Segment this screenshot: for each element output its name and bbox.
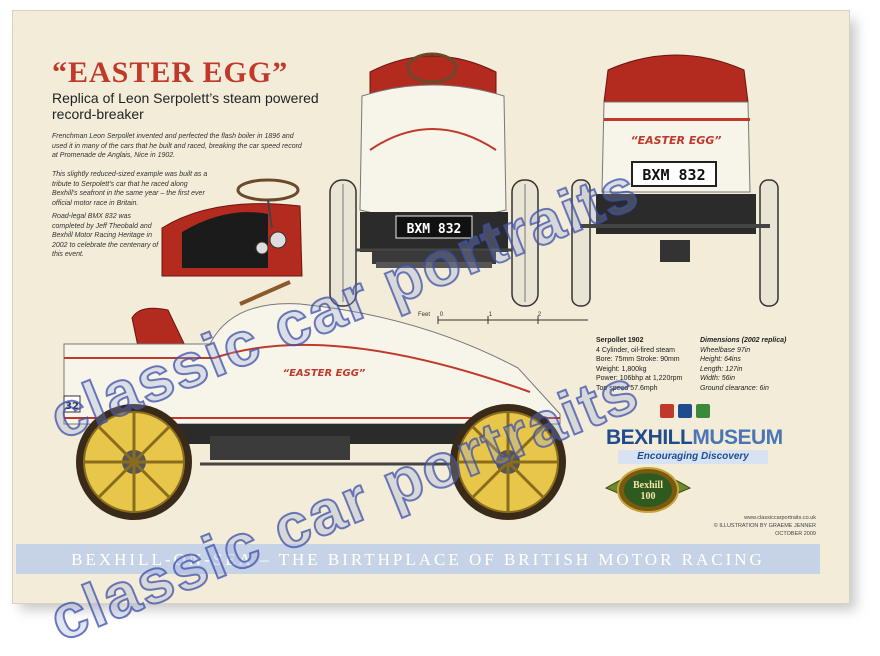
dimensions-specs: Dimensions (2002 replica) Wheelbase 97in…	[700, 336, 786, 393]
banner-text: BEXHILL-ON-SEA – THE BIRTHPLACE OF BRITI…	[71, 550, 765, 569]
scale-tick-2: 2	[537, 312, 542, 318]
poster-title: “EASTER EGG”	[52, 56, 289, 89]
specs-heading: Serpollet 1902	[596, 337, 644, 344]
engine-specs: Serpollet 1902 4 Cylinder, oil-fired ste…	[596, 336, 682, 393]
bexhill-100-text: Bexhill 100	[618, 480, 678, 502]
scale-bar	[437, 316, 588, 324]
rear-name-lettering: “EASTER EGG”	[630, 134, 721, 147]
illustration-credit: © ILLUSTRATION BY GRAEME JENNER OCTOBER …	[713, 523, 816, 537]
dimension-line: Ground clearance: 6in	[700, 384, 769, 392]
museum-logo: BEXHILLMUSEUM	[606, 426, 783, 450]
dimension-line: Wheelbase 97in	[700, 346, 751, 354]
bexhill-100-emblem	[604, 467, 692, 513]
bottom-banner	[16, 544, 820, 574]
website: www.classiccarportraits.co.uk	[744, 515, 816, 521]
history-paragraph-1: Frenchman Leon Serpollet invented and pe…	[52, 133, 302, 159]
spec-line: Top speed 57.6mph	[596, 384, 658, 392]
dimension-line: Height: 64ins	[700, 356, 741, 363]
museum-name-part2: MUSEUM	[692, 426, 783, 449]
spec-line: Weight: 1,800kg	[596, 365, 647, 373]
front-plate: BXM 832	[407, 222, 462, 237]
badge-blue-icon	[678, 404, 692, 418]
bexhill-100-line2: 100	[640, 491, 656, 502]
history-paragraph-3: Road-legal BMX 832 was completed by Jeff…	[52, 213, 159, 258]
car-illustrations: BXM 832 “EASTER EGG” BXM 832	[63, 52, 779, 520]
badge-green-icon	[696, 404, 710, 418]
history-paragraph-2: This slightly reduced-sized example was …	[52, 171, 208, 207]
scale-title: Feet	[418, 312, 431, 318]
museum-badges	[660, 404, 710, 418]
spec-line: Power: 106bhp at 1,220rpm	[596, 375, 683, 382]
side-view-car: 32 “EASTER EGG”	[63, 280, 566, 520]
bexhill-100-line1: Bexhill	[632, 480, 663, 491]
museum-name-part1: BEXHILL	[606, 426, 693, 449]
scale-tick-1: 1	[488, 312, 493, 318]
side-name-lettering: “EASTER EGG”	[283, 368, 366, 379]
credits: www.classiccarportraits.co.uk © ILLUSTRA…	[706, 514, 816, 538]
cockpit-detail	[161, 178, 303, 277]
scale-label: Feet 0 1 2	[418, 312, 541, 318]
badge-red-icon	[660, 404, 674, 418]
scale-tick-0: 0	[439, 312, 444, 318]
dimensions-heading: Dimensions (2002 replica)	[700, 337, 787, 344]
spec-line: 4 Cylinder, oil-fired steam	[596, 346, 675, 354]
museum-slogan: Encouraging Discovery	[618, 450, 768, 464]
dimension-line: Width: 56in	[700, 375, 735, 382]
poster-subtitle: Replica of Leon Serpolett’s steam powere…	[52, 90, 319, 122]
spec-line: Bore: 75mm Stroke: 90mm	[596, 356, 680, 363]
rear-view-car: BXM 832	[329, 52, 539, 307]
side-number: 32	[65, 401, 79, 412]
back-view-car: “EASTER EGG” BXM 832	[571, 54, 779, 307]
dimension-line: Length: 127in	[700, 365, 743, 373]
rear-plate: BXM 832	[642, 166, 705, 184]
